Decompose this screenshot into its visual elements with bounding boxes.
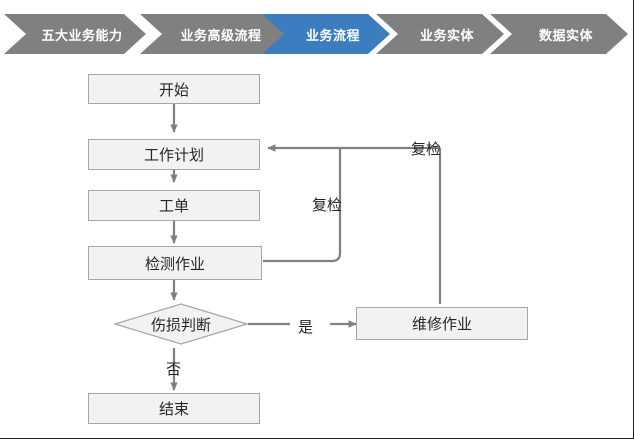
node-inspect-label: 检测作业 [144, 254, 205, 273]
node-workplan[interactable]: 工作计划 [88, 139, 260, 170]
node-workorder-label: 工单 [158, 197, 189, 215]
node-start[interactable]: 开始 [88, 74, 260, 104]
edge-label-recheck-top: 复检 [411, 140, 442, 158]
breadcrumb-label-5: 数据实体 [538, 28, 593, 44]
flow-connectors [170, 104, 442, 391]
edge-label-no: 否 [166, 360, 182, 378]
breadcrumb-item-1[interactable]: 五大业务能力 [4, 14, 146, 54]
node-decision-label: 伤损判断 [150, 315, 211, 334]
node-workplan-label: 工作计划 [143, 146, 204, 164]
node-repair[interactable]: 维修作业 [356, 307, 528, 340]
node-start-label: 开始 [158, 80, 189, 99]
edge-label-recheck-middle: 复检 [312, 196, 343, 214]
flowchart: 开始 工作计划 工单 检测作业 伤损判断 维修作业 结束 复检 复检 是 否 [0, 60, 634, 439]
breadcrumb-item-4[interactable]: 业务实体 [376, 14, 504, 54]
breadcrumb-item-5[interactable]: 数据实体 [490, 14, 628, 54]
breadcrumb-label-4: 业务实体 [419, 28, 474, 44]
breadcrumb: 五大业务能力 业务高级流程 业务流程 业务实体 数据实体 [0, 0, 634, 62]
breadcrumb-item-2[interactable]: 业务高级流程 [140, 14, 288, 54]
diamond-shape [114, 303, 248, 345]
node-repair-label: 维修作业 [411, 315, 472, 333]
node-inspect[interactable]: 检测作业 [88, 246, 262, 280]
node-workorder[interactable]: 工单 [88, 190, 260, 221]
edge-label-yes: 是 [298, 318, 314, 336]
breadcrumb-label-2: 业务高级流程 [180, 28, 262, 44]
breadcrumb-label-3: 业务流程 [305, 28, 360, 44]
node-decision[interactable]: 伤损判断 [114, 303, 248, 345]
breadcrumb-label-1: 五大业务能力 [41, 28, 123, 44]
node-end-label: 结束 [158, 400, 189, 418]
node-end[interactable]: 结束 [88, 393, 260, 424]
